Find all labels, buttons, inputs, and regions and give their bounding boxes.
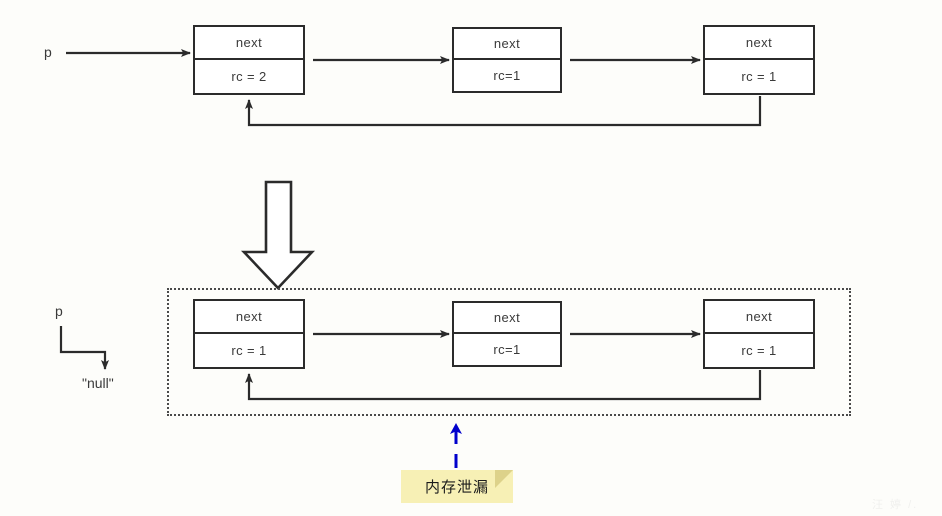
bottom-pointer-label: p	[55, 303, 63, 319]
top-node-3-rc: rc = 1	[741, 69, 777, 84]
bottom-node-2-next: next	[454, 303, 560, 334]
null-label: "null"	[82, 375, 114, 391]
bottom-node-3[interactable]: next rc = 1	[703, 299, 815, 369]
note-fold-corner-icon	[495, 470, 513, 488]
top-node-2[interactable]: next rc=1	[452, 27, 562, 93]
top-node-1-next: next	[195, 27, 303, 60]
bottom-node-3-next: next	[705, 301, 813, 334]
bottom-node-2[interactable]: next rc=1	[452, 301, 562, 367]
watermark: 汪 婷 /.	[872, 499, 919, 511]
transition-block-arrow	[240, 180, 316, 290]
top-node-2-next: next	[454, 29, 560, 60]
top-node-3-next: next	[705, 27, 813, 60]
memory-leak-note-text: 内存泄漏	[424, 479, 489, 496]
top-node-2-rc: rc=1	[493, 68, 521, 83]
bottom-node-2-rc: rc=1	[493, 342, 521, 357]
leaked-region-box	[167, 288, 851, 416]
bottom-pointer-null-arrow	[59, 326, 109, 370]
bottom-node-1[interactable]: next rc = 1	[193, 299, 305, 369]
top-node-1-rc: rc = 2	[231, 69, 267, 84]
bottom-node-1-rc: rc = 1	[231, 343, 267, 358]
top-node-3[interactable]: next rc = 1	[703, 25, 815, 95]
top-node-1[interactable]: next rc = 2	[193, 25, 305, 95]
bottom-node-3-rc: rc = 1	[741, 343, 777, 358]
top-cycle-back-edge	[245, 96, 762, 127]
bottom-node-1-next: next	[195, 301, 303, 334]
top-pointer-label: p	[44, 44, 52, 60]
memory-leak-note[interactable]: 内存泄漏	[401, 470, 513, 503]
